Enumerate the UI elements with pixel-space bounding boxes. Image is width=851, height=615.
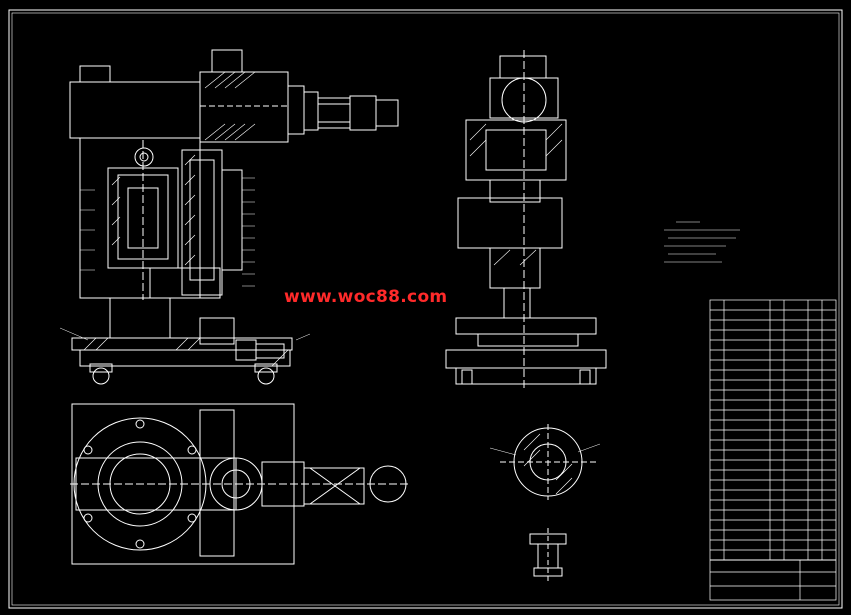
side-view: [445, 50, 607, 390]
parts-list-table: [709, 299, 837, 601]
top-view: [70, 403, 410, 565]
watermark-text: www.woc88.com: [284, 287, 448, 307]
section-b-b: [529, 528, 567, 582]
section-a-a: [489, 424, 601, 500]
drawing-inner-border: [11, 12, 840, 606]
technical-notes-block: [664, 221, 740, 263]
front-section-view: [59, 49, 399, 385]
drawing-outer-border: [8, 9, 843, 609]
